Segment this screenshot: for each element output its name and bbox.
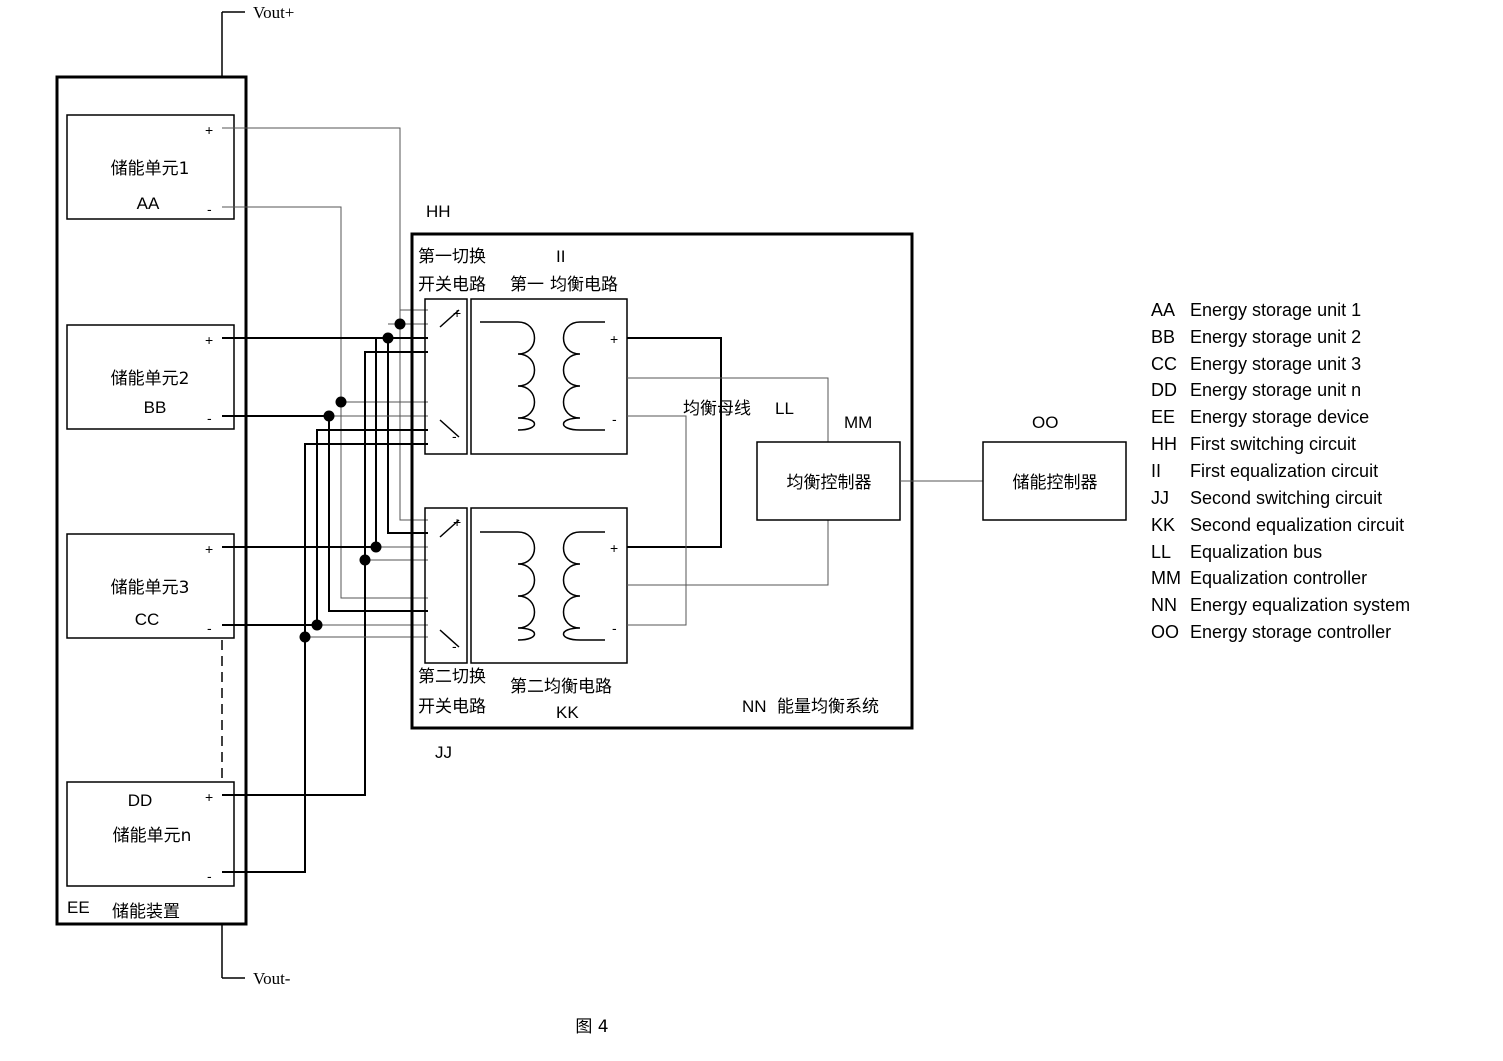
second-switch-label-1: 第二切换 — [418, 667, 486, 687]
legend-text: Energy equalization system — [1190, 595, 1410, 615]
legend-text: Second equalization circuit — [1190, 515, 1404, 535]
vout-plus-label: Vout+ — [253, 3, 294, 22]
unit-1-plus: + — [205, 122, 213, 138]
legend-code: OO — [1151, 622, 1179, 642]
second-switch-plus: + — [453, 514, 461, 530]
unit-3-code: CC — [135, 610, 160, 629]
second-switching-circuit: + - — [425, 508, 467, 663]
second-eq-label: 第二均衡电路 — [510, 677, 612, 697]
first-equalization-circuit: + - — [471, 299, 627, 454]
unit-3-plus: + — [205, 541, 213, 557]
legend-code: BB — [1151, 327, 1175, 347]
legend-text: Energy storage controller — [1190, 622, 1391, 642]
device-code: EE — [67, 898, 90, 917]
second-switch-minus: - — [452, 638, 457, 654]
legend-text: Energy storage unit 3 — [1190, 354, 1361, 374]
second-eq-plus: + — [610, 540, 618, 556]
legend-text: Equalization bus — [1190, 542, 1322, 562]
legend-code: KK — [1151, 515, 1175, 535]
unit-1-code: AA — [137, 194, 160, 213]
unit-wiring — [222, 128, 428, 872]
label-ll: LL — [775, 399, 794, 418]
legend-code: DD — [1151, 380, 1177, 400]
unit-3-name: 储能单元3 — [111, 578, 190, 598]
second-equalization-circuit: + - — [471, 508, 627, 663]
first-eq-label-2: 均衡电路 — [550, 275, 618, 295]
legend-text: Energy storage device — [1190, 407, 1369, 427]
vout-minus-terminal: Vout- — [222, 924, 291, 988]
first-switch-plus: + — [453, 305, 461, 321]
first-eq-minus: - — [612, 411, 617, 427]
label-mm: MM — [844, 413, 872, 432]
unit-2-code: BB — [144, 398, 167, 417]
legend-text: Energy storage unit 2 — [1190, 327, 1361, 347]
unit-n-name: 储能单元n — [113, 826, 192, 846]
label-nn: NN — [742, 697, 767, 716]
device-name: 储能装置 — [112, 902, 180, 922]
first-eq-plus: + — [610, 331, 618, 347]
energy-storage-unit-2: 储能单元2 BB + - — [67, 325, 234, 429]
unit-1-name: 储能单元1 — [111, 159, 190, 179]
second-switch-label-2: 开关电路 — [418, 697, 486, 717]
unit-2-plus: + — [205, 332, 213, 348]
nn-name: 能量均衡系统 — [777, 697, 879, 717]
unit-2-name: 储能单元2 — [111, 369, 190, 389]
legend-code: HH — [1151, 434, 1177, 454]
figure-caption: 图 4 — [575, 1017, 608, 1037]
bus-label: 均衡母线 — [683, 399, 751, 419]
unit-3-minus: - — [207, 620, 212, 636]
unit-n-code: DD — [128, 791, 153, 810]
second-eq-minus: - — [612, 620, 617, 636]
legend-text: First switching circuit — [1190, 434, 1356, 454]
energy-storage-unit-n: DD 储能单元n + - — [67, 782, 234, 886]
first-switch-minus: - — [452, 428, 457, 444]
junction-dots — [300, 319, 406, 643]
first-switch-label-1: 第一切换 — [418, 247, 486, 267]
label-oo: OO — [1032, 413, 1058, 432]
first-switch-label-2: 开关电路 — [418, 275, 486, 295]
legend-code: EE — [1151, 407, 1175, 427]
legend-text: Second switching circuit — [1190, 488, 1382, 508]
label-jj: JJ — [435, 743, 452, 762]
unit-2-minus: - — [207, 410, 212, 426]
label-ii: II — [556, 247, 565, 266]
first-eq-label-1: 第一 — [510, 275, 544, 295]
energy-storage-controller: OO 储能控制器 — [983, 413, 1126, 520]
vout-minus-label: Vout- — [253, 969, 291, 988]
legend-text: Energy storage unit n — [1190, 380, 1361, 400]
first-switching-circuit: + - — [425, 299, 467, 454]
unit-1-minus: - — [207, 201, 212, 217]
legend-code: AA — [1151, 300, 1175, 320]
legend-text: Energy storage unit 1 — [1190, 300, 1361, 320]
legend-code: II — [1151, 461, 1161, 481]
energy-storage-unit-1: 储能单元1 AA + - — [67, 115, 234, 219]
storage-controller-name: 储能控制器 — [1013, 473, 1098, 493]
energy-storage-unit-3: 储能单元3 CC + - — [67, 534, 234, 638]
label-kk: KK — [556, 703, 579, 722]
legend-code: LL — [1151, 542, 1171, 562]
unit-n-minus: - — [207, 868, 212, 884]
legend-code: JJ — [1151, 488, 1169, 508]
legend: AA Energy storage unit 1 BB Energy stora… — [1151, 300, 1410, 642]
eq-controller-name: 均衡控制器 — [787, 473, 872, 493]
unit-n-plus: + — [205, 789, 213, 805]
label-hh: HH — [426, 202, 451, 221]
vout-plus-terminal: Vout+ — [222, 3, 294, 77]
legend-text: First equalization circuit — [1190, 461, 1378, 481]
legend-code: NN — [1151, 595, 1177, 615]
legend-text: Equalization controller — [1190, 568, 1367, 588]
legend-code: CC — [1151, 354, 1177, 374]
legend-code: MM — [1151, 568, 1181, 588]
